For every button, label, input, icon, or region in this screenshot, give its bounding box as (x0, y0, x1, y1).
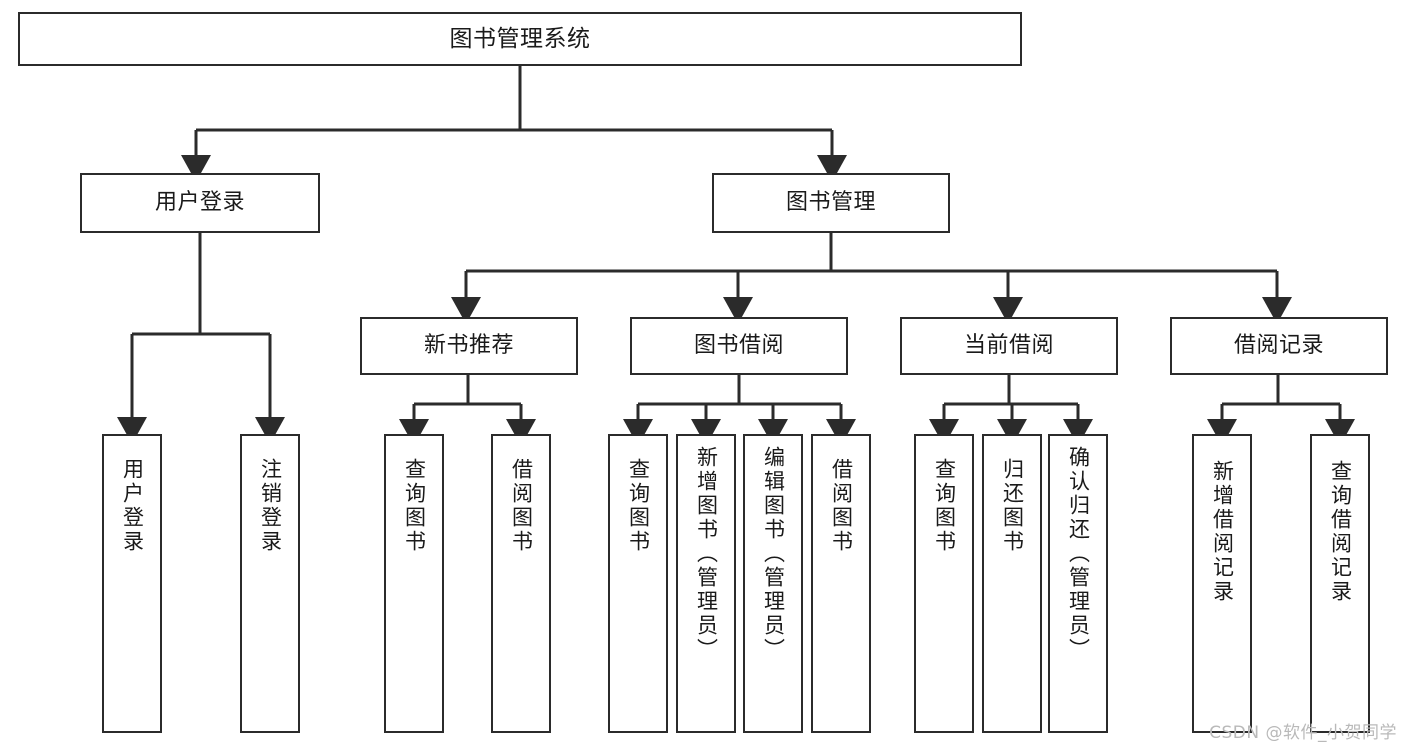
leaf-user-login-logout[interactable]: 注销登录 (240, 434, 300, 733)
leaf-label: 借阅图书 (829, 458, 854, 554)
leaf-current-confirm-return-admin[interactable]: 确认归还（管理员） (1048, 434, 1108, 733)
node-borrow-records-label: 借阅记录 (1233, 333, 1324, 359)
leaf-records-query[interactable]: 查询借阅记录 (1310, 434, 1370, 733)
leaf-label: 查询图书 (626, 458, 651, 554)
leaf-borrow-borrow-book[interactable]: 借阅图书 (811, 434, 871, 733)
leaf-new-book-borrow[interactable]: 借阅图书 (491, 434, 551, 733)
leaf-label: 新增图书（管理员） (694, 446, 719, 662)
leaf-label: 查询借阅记录 (1328, 460, 1353, 604)
node-root[interactable]: 图书管理系统 (18, 12, 1022, 66)
leaf-label: 查询图书 (932, 458, 957, 554)
leaf-label: 确认归还（管理员） (1066, 446, 1091, 662)
leaf-current-return[interactable]: 归还图书 (982, 434, 1042, 733)
node-user-login-label: 用户登录 (154, 190, 245, 216)
node-new-book-recommend[interactable]: 新书推荐 (360, 317, 578, 375)
node-new-book-recommend-label: 新书推荐 (423, 333, 514, 359)
leaf-current-query[interactable]: 查询图书 (914, 434, 974, 733)
node-book-management[interactable]: 图书管理 (712, 173, 950, 233)
node-user-login[interactable]: 用户登录 (80, 173, 320, 233)
leaf-label: 查询图书 (402, 458, 427, 554)
node-root-label: 图书管理系统 (449, 25, 591, 52)
node-book-management-label: 图书管理 (785, 190, 876, 216)
leaf-label: 注销登录 (258, 458, 283, 554)
node-book-borrow-label: 图书借阅 (693, 333, 784, 359)
leaf-label: 编辑图书（管理员） (761, 446, 786, 662)
node-current-borrow[interactable]: 当前借阅 (900, 317, 1118, 375)
leaf-user-login-login[interactable]: 用户登录 (102, 434, 162, 733)
leaf-borrow-query[interactable]: 查询图书 (608, 434, 668, 733)
watermark: CSDN @软件_小贺同学 (1209, 723, 1397, 743)
node-current-borrow-label: 当前借阅 (963, 333, 1054, 359)
leaf-borrow-edit-book-admin[interactable]: 编辑图书（管理员） (743, 434, 803, 733)
leaf-label: 归还图书 (1000, 458, 1025, 554)
leaf-label: 借阅图书 (509, 458, 534, 554)
leaf-label: 新增借阅记录 (1210, 460, 1235, 604)
leaf-borrow-add-book-admin[interactable]: 新增图书（管理员） (676, 434, 736, 733)
leaf-label: 用户登录 (120, 458, 145, 554)
leaf-new-book-query[interactable]: 查询图书 (384, 434, 444, 733)
node-book-borrow[interactable]: 图书借阅 (630, 317, 848, 375)
leaf-records-add[interactable]: 新增借阅记录 (1192, 434, 1252, 733)
node-borrow-records[interactable]: 借阅记录 (1170, 317, 1388, 375)
